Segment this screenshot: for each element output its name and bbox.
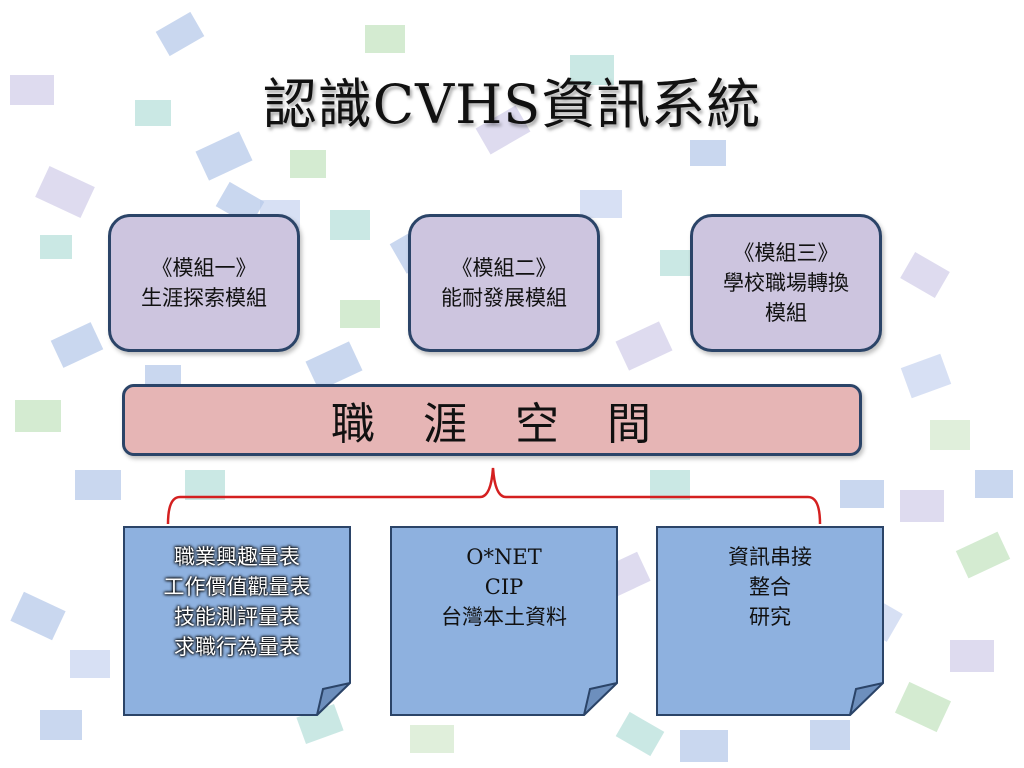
confetti-square — [810, 720, 850, 750]
page-title: 認識CVHS資訊系統 — [262, 73, 762, 136]
module-2-box: 《模組二》 能耐發展模組 — [408, 214, 600, 352]
note-1-line-1: 職業興趣量表 — [174, 545, 300, 569]
confetti-square — [900, 252, 950, 298]
note-box-data-sources: O*NET CIP 台灣本土資料 — [390, 526, 618, 716]
note-1-line-4: 求職行為量表 — [174, 635, 300, 659]
page-curl-icon — [848, 681, 884, 716]
confetti-square — [955, 531, 1011, 579]
note-1-line-3: 技能測評量表 — [174, 605, 300, 629]
confetti-square — [70, 650, 110, 678]
note-1-line-2: 工作價值觀量表 — [163, 575, 311, 599]
confetti-square — [580, 190, 622, 218]
module-2-line-2: 能耐發展模組 — [441, 286, 567, 310]
page-curl-icon — [582, 681, 618, 716]
confetti-square — [185, 470, 225, 500]
note-shape — [390, 526, 618, 716]
confetti-square — [40, 235, 72, 259]
confetti-square — [35, 166, 95, 218]
confetti-square — [330, 210, 370, 240]
confetti-square — [340, 300, 380, 328]
confetti-square — [10, 591, 66, 641]
confetti-square — [894, 681, 952, 733]
note-3-line-1: 資訊串接 — [728, 545, 812, 569]
note-box-assessments: 職業興趣量表 工作價值觀量表 技能測評量表 求職行為量表 — [123, 526, 351, 716]
note-3-line-3: 研究 — [749, 605, 791, 629]
confetti-square — [615, 711, 665, 757]
confetti-square — [690, 140, 726, 166]
note-box-integration: 資訊串接 整合 研究 — [656, 526, 884, 716]
module-1-line-1: 《模組一》 — [151, 256, 257, 280]
confetti-square — [975, 470, 1013, 498]
confetti-square — [50, 322, 104, 368]
module-3-box: 《模組三》 學校職場轉換 模組 — [690, 214, 882, 352]
confetti-square — [680, 730, 728, 762]
confetti-square — [135, 100, 171, 126]
confetti-square — [900, 353, 952, 399]
confetti-square — [840, 480, 884, 508]
module-2-line-1: 《模組二》 — [451, 256, 557, 280]
note-shape — [123, 526, 351, 716]
confetti-square — [410, 725, 454, 753]
confetti-square — [900, 490, 944, 522]
module-3-line-2: 學校職場轉換 — [723, 271, 849, 295]
confetti-square — [305, 341, 363, 391]
note-3-line-2: 整合 — [749, 575, 791, 599]
career-space-bar: 職 涯 空 間 — [122, 384, 862, 456]
note-shape — [656, 526, 884, 716]
page-curl-icon — [315, 681, 351, 716]
career-space-label: 職 涯 空 間 — [331, 399, 653, 450]
confetti-square — [40, 710, 82, 740]
confetti-square — [15, 400, 61, 432]
confetti-square — [10, 75, 54, 105]
note-2-line-2: CIP — [484, 575, 524, 599]
module-3-line-3: 模組 — [765, 301, 807, 325]
confetti-square — [155, 11, 205, 57]
confetti-square — [290, 150, 326, 178]
confetti-square — [475, 105, 531, 155]
confetti-square — [650, 470, 690, 500]
note-2-line-1: O*NET — [466, 545, 542, 569]
confetti-square — [950, 640, 994, 672]
module-3-line-1: 《模組三》 — [733, 241, 839, 265]
confetti-square — [75, 470, 121, 500]
confetti-square — [365, 25, 405, 53]
module-1-line-2: 生涯探索模組 — [141, 286, 267, 310]
confetti-square — [195, 131, 253, 181]
confetti-square — [570, 55, 614, 85]
confetti-square — [930, 420, 970, 450]
note-2-line-3: 台灣本土資料 — [441, 605, 567, 629]
confetti-square — [615, 321, 673, 371]
module-1-box: 《模組一》 生涯探索模組 — [108, 214, 300, 352]
